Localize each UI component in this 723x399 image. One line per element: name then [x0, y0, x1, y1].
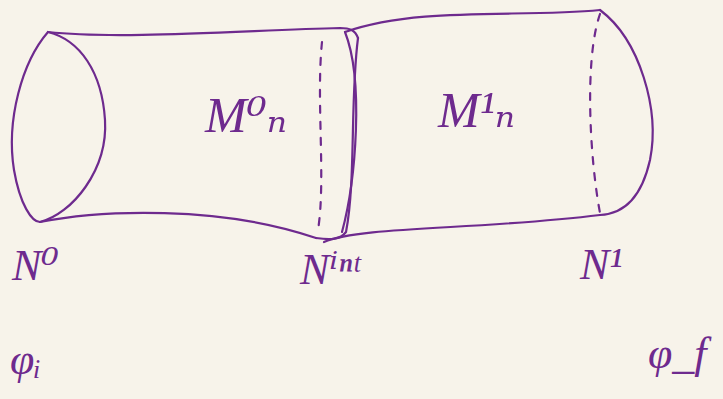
outline-stroke: [600, 10, 653, 215]
outline-stroke: [318, 42, 322, 230]
cobordism-cylinder: M¹ₙ: [336, 6, 661, 241]
boundary-label: N¹: [580, 243, 623, 287]
outline-stroke: [48, 28, 358, 38]
outline-stroke: [316, 38, 358, 239]
manifold-label: M⁰ₙ: [205, 90, 287, 140]
boundary-label: Nⁱⁿᵗ: [300, 248, 359, 292]
cylinder-outline: [8, 6, 366, 246]
outline-stroke: [342, 32, 356, 232]
cobordism-cylinder: M⁰ₙ: [8, 6, 366, 246]
outline-stroke: [40, 213, 316, 238]
boundary-label: φᵢ: [10, 338, 41, 382]
outline-stroke: [590, 14, 600, 213]
manifold-label: M¹ₙ: [438, 85, 515, 135]
outline-stroke: [345, 10, 600, 32]
outline-stroke: [324, 215, 600, 242]
outline-stroke: [12, 32, 105, 222]
boundary-label: φ_f: [648, 332, 707, 376]
boundary-label: N⁰: [12, 244, 59, 288]
